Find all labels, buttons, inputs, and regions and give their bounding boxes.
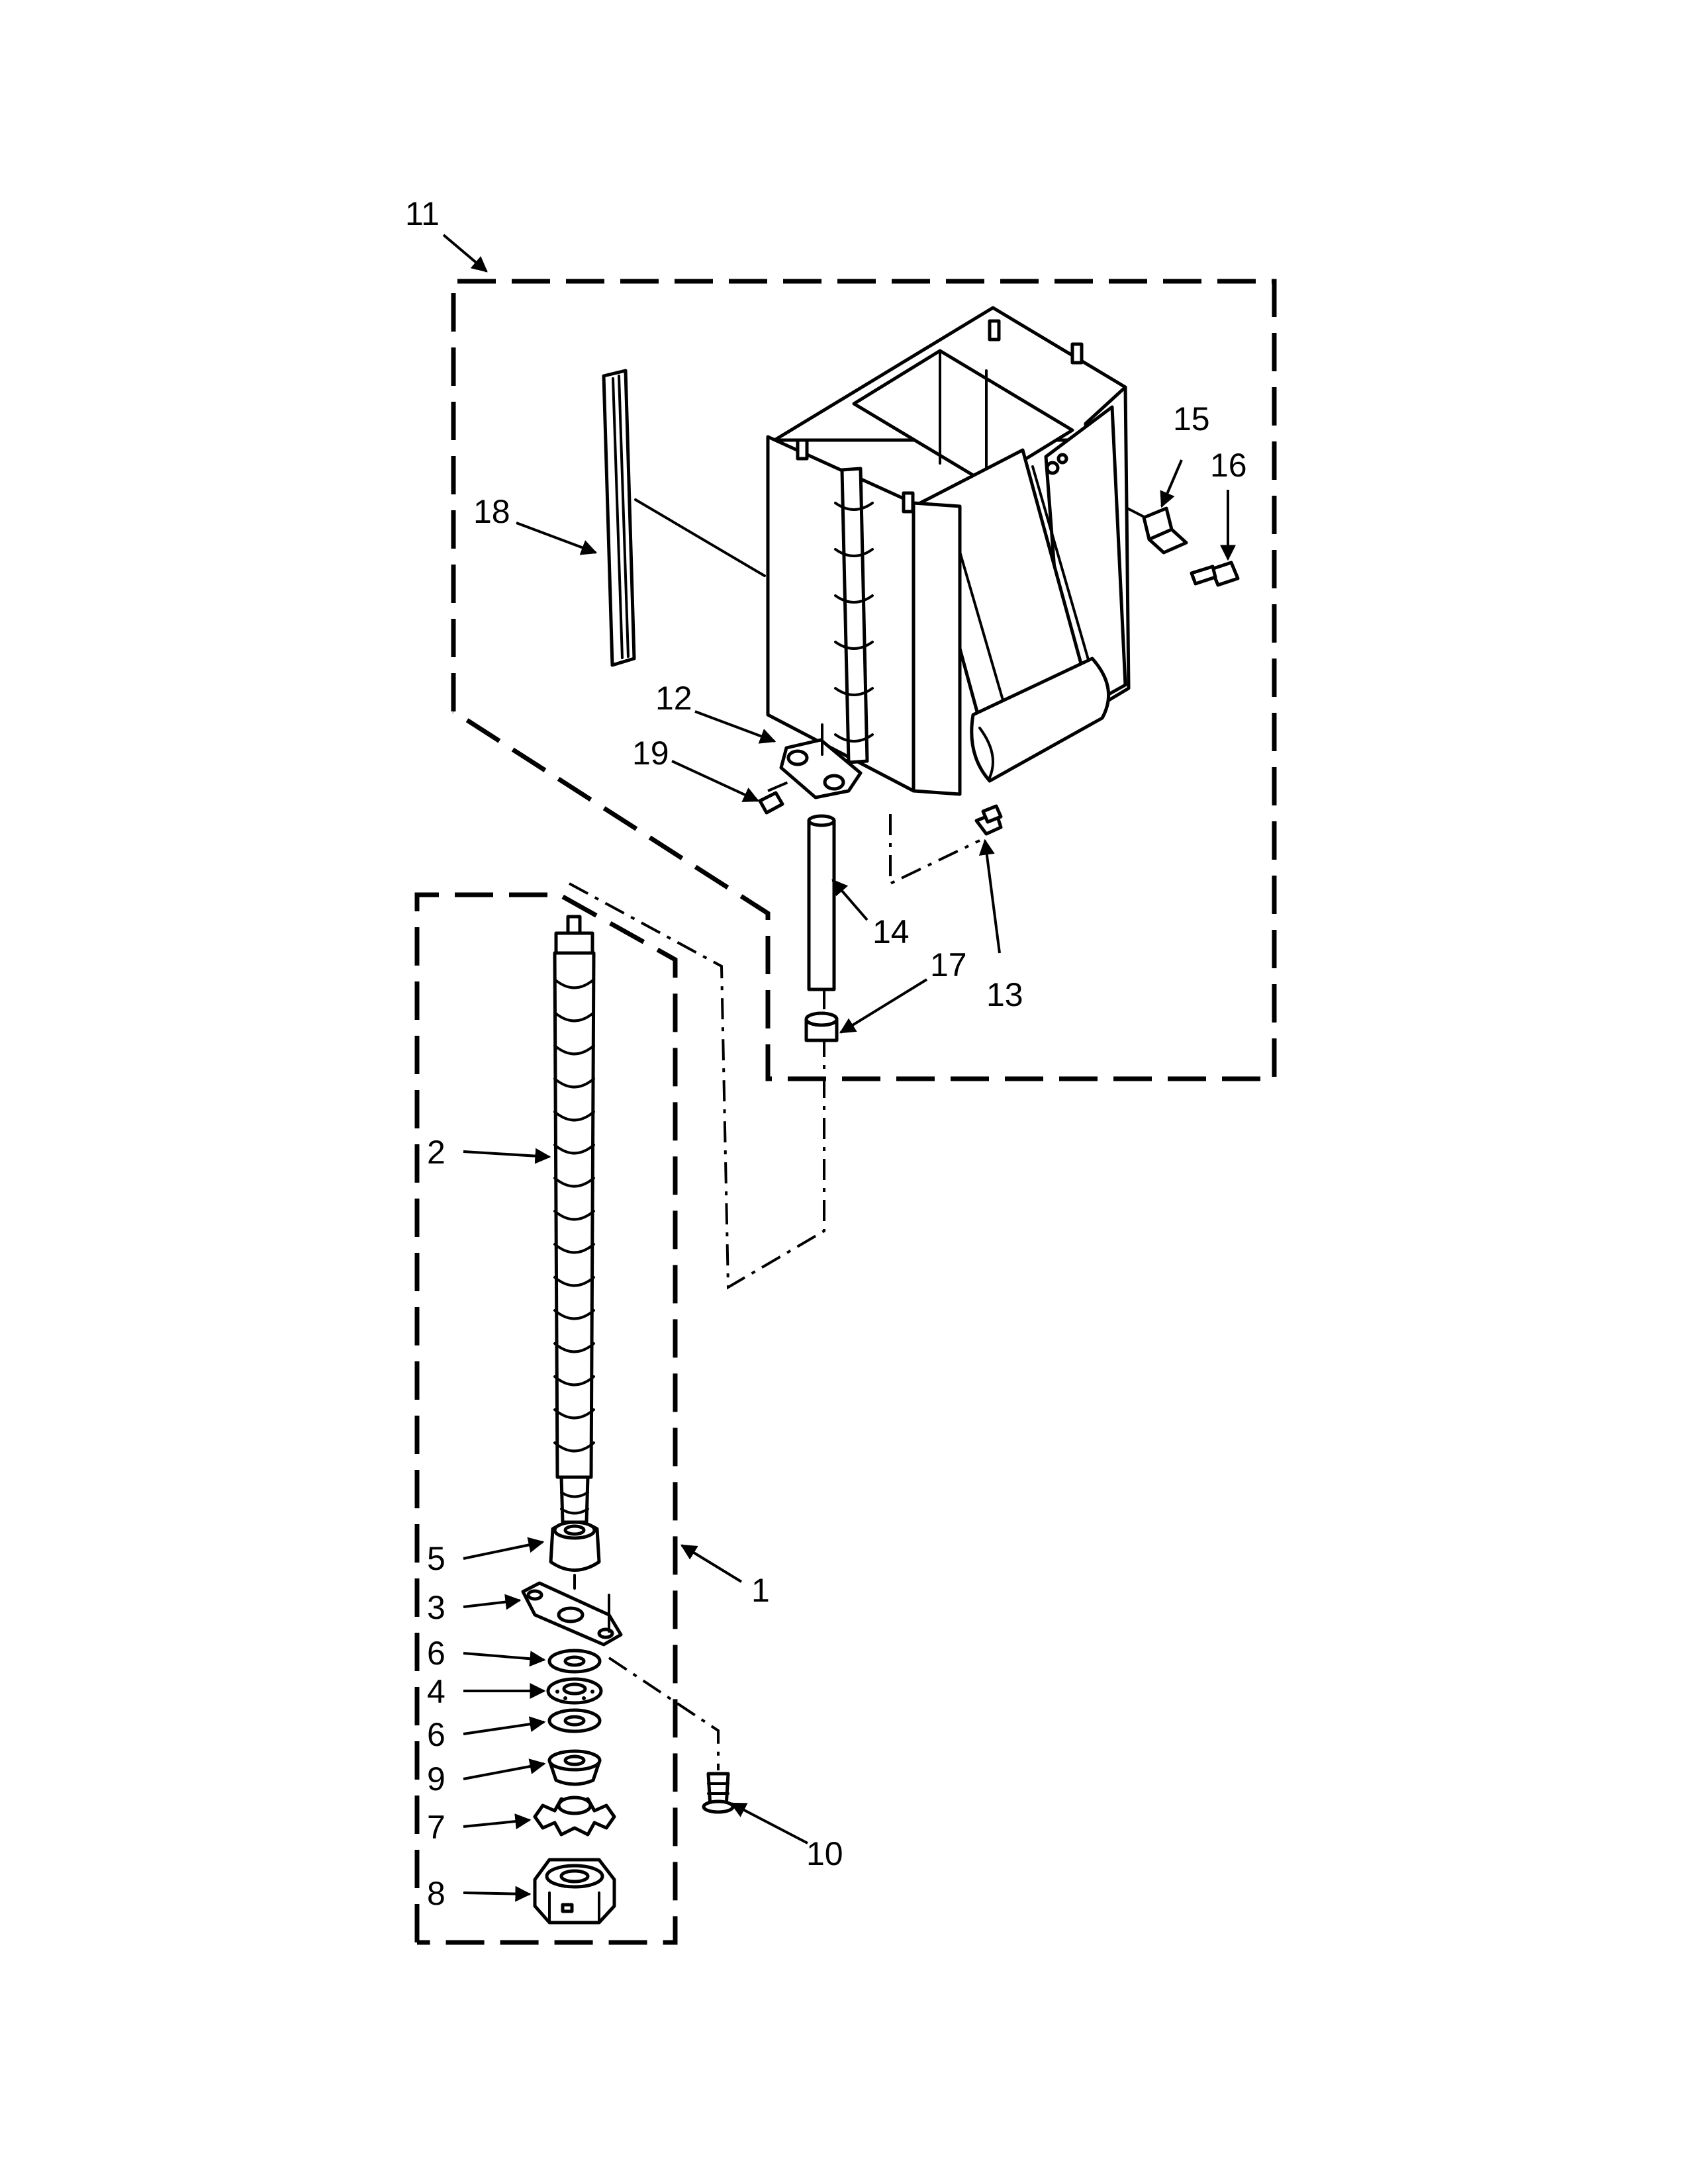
callout-9: 9 [427,1760,445,1797]
callout-3: 3 [427,1589,445,1626]
callout-15: 15 [1173,400,1210,437]
leader-lines [442,234,1236,1902]
callout-11: 11 [405,195,440,232]
callout-6-upper: 6 [427,1635,445,1672]
pin-shaft [807,814,836,991]
callout-16: 16 [1210,447,1247,484]
seal [549,1520,601,1590]
callout-12: 12 [655,680,692,717]
bucket-housing [766,306,1131,796]
callout-labels: 11 18 12 19 14 17 13 15 16 2 5 3 6 4 6 9… [405,195,1247,1912]
hex-nut [533,1858,616,1925]
callout-5: 5 [427,1540,445,1577]
auger-shaft [553,915,596,1524]
bracket [1142,506,1188,555]
washer-upper [547,1649,602,1674]
callout-6-lower: 6 [427,1716,445,1753]
cup-washer [547,1749,602,1786]
flange-plate [521,1581,623,1647]
bushing [804,1011,839,1042]
gasket-strip [602,369,766,667]
screw-16 [1190,561,1240,587]
assembly-boundary-11 [451,279,1277,1081]
callout-10: 10 [806,1835,843,1872]
callout-17: 17 [930,946,967,983]
sprocket [533,1796,616,1837]
callout-19: 19 [632,735,669,772]
callout-7: 7 [427,1809,445,1846]
callout-2: 2 [427,1134,445,1171]
callout-14: 14 [872,913,910,950]
callout-18: 18 [473,493,510,530]
hinge-link [779,723,863,799]
callout-8: 8 [427,1875,445,1912]
clip [758,791,784,815]
callout-13: 13 [986,976,1023,1013]
callout-1: 1 [751,1572,770,1609]
washer-lower [547,1708,602,1733]
bearing [546,1677,603,1705]
assembly-boundary-1 [414,892,678,1945]
screw-13 [974,804,1003,836]
callout-4: 4 [427,1673,445,1710]
screw-10 [702,1772,735,1814]
